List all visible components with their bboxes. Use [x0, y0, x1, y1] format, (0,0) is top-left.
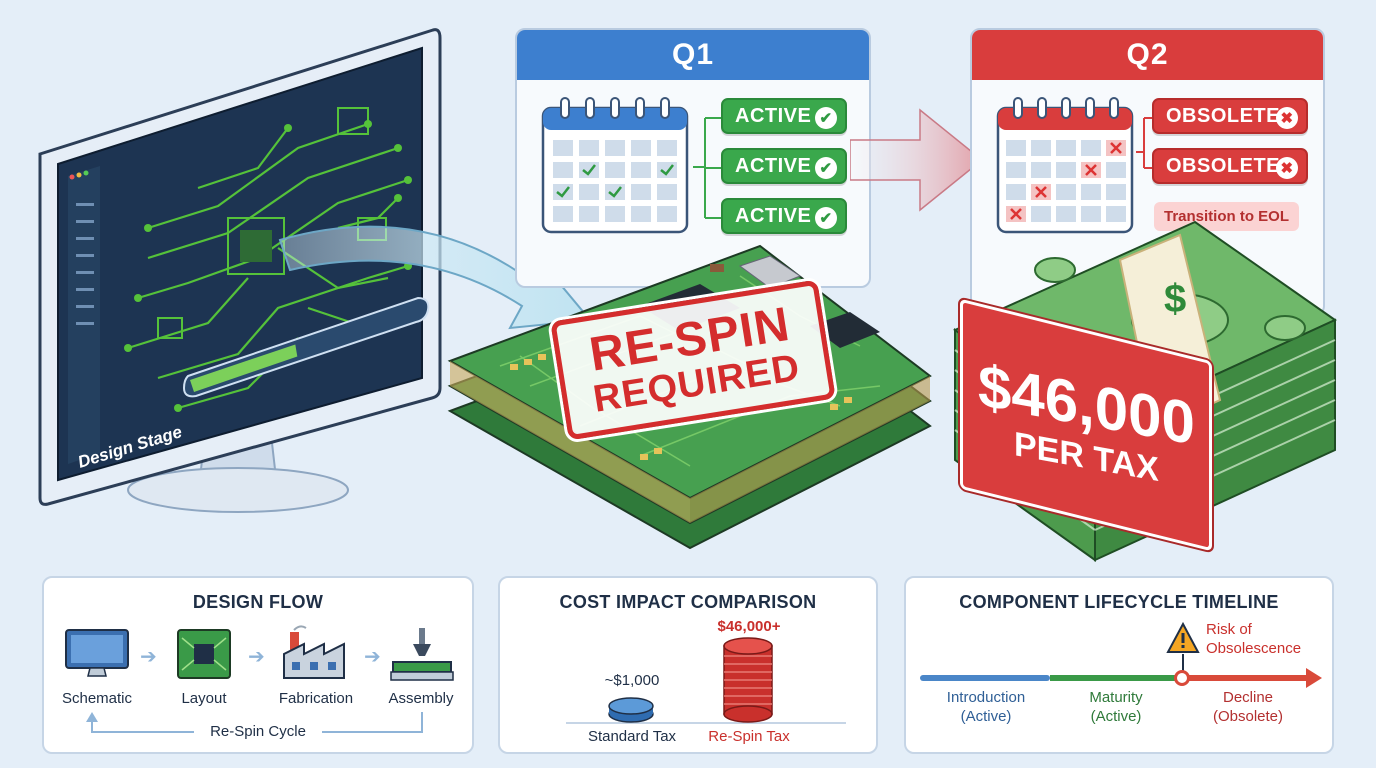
step-assembly: Assembly	[388, 690, 454, 707]
check-icon: ✔	[815, 157, 837, 179]
phase-name: Introduction	[946, 689, 1026, 706]
risk-label: Risk of Obsolescence	[1206, 621, 1302, 657]
warning-icon	[1166, 622, 1200, 653]
standard-value: ~$1,000	[604, 672, 660, 689]
respin-value: $46,000+	[717, 618, 781, 635]
phase-status: (Active)	[960, 708, 1012, 725]
phase-maturity: Maturity (Active)	[1056, 688, 1176, 726]
phase-bar-maturity	[1050, 675, 1180, 681]
lifecycle-title: COMPONENT LIFECYCLE TIMELINE	[959, 592, 1279, 612]
phase-introduction: Introduction (Active)	[926, 688, 1046, 726]
q2-title: Q2	[972, 30, 1323, 80]
design-progress-fill	[190, 344, 298, 392]
factory-icon	[283, 625, 345, 679]
coin-stack-large-icon	[723, 637, 773, 723]
pcb-icon	[177, 629, 231, 679]
q1-to-q2-arrow-icon	[850, 108, 984, 212]
check-icon: ✔	[815, 107, 837, 129]
q2-calendar-icon	[996, 97, 1134, 234]
status-label: OBSOLETE	[1166, 104, 1281, 127]
design-flow-panel: DESIGN FLOW ➔ ➔ ➔ Schematic Layout Fabri…	[42, 576, 474, 754]
design-monitor: Design Stage	[38, 28, 442, 513]
arrow-head-icon	[1306, 668, 1322, 688]
baseline	[566, 722, 846, 724]
risk-marker	[1174, 670, 1190, 686]
respin-label: Re-Spin Tax	[708, 728, 790, 745]
status-label: ACTIVE	[735, 104, 812, 127]
q1-panel: Q1 ACTIVE✔ ACTIVE✔ ACTIVE✔	[515, 28, 871, 288]
assembly-machine-icon	[390, 628, 454, 681]
status-label: OBSOLETE	[1166, 154, 1281, 177]
q2-status-1: OBSOLETE✖	[1152, 98, 1308, 134]
q2-connector	[1136, 117, 1156, 169]
close-icon: ✖	[1276, 157, 1298, 179]
cost-impact-panel: COST IMPACT COMPARISON ~$1,000 $46,000+ …	[498, 576, 878, 754]
risk-pointer	[1182, 654, 1184, 672]
q1-connector	[693, 117, 723, 219]
step-schematic: Schematic	[61, 690, 133, 707]
phase-bar-decline	[1180, 675, 1308, 681]
coin-stack-small-icon	[608, 697, 654, 723]
status-label: ACTIVE	[735, 154, 812, 177]
phase-status: (Obsolete)	[1212, 708, 1284, 725]
eol-note: Transition to EOL	[1154, 202, 1300, 231]
band-symbol: $	[1164, 277, 1186, 321]
arrow-right-icon: ➔	[140, 646, 157, 668]
phase-decline: Decline (Obsolete)	[1188, 688, 1308, 726]
q1-status-2: ACTIVE✔	[721, 148, 847, 184]
step-fabrication: Fabrication	[278, 690, 354, 707]
design-flow-title: DESIGN FLOW	[192, 592, 324, 612]
monitor-icon	[65, 629, 129, 677]
q1-calendar-icon	[541, 97, 689, 234]
status-label: ACTIVE	[735, 204, 812, 227]
q1-title: Q1	[517, 30, 869, 80]
close-icon: ✖	[1276, 107, 1298, 129]
phase-name: Maturity	[1089, 689, 1143, 706]
q2-status-2: OBSOLETE✖	[1152, 148, 1308, 184]
respin-cycle-label: Re-Spin Cycle	[194, 723, 322, 740]
lifecycle-panel: COMPONENT LIFECYCLE TIMELINE Risk of Obs…	[904, 576, 1334, 754]
standard-label: Standard Tax	[587, 728, 677, 745]
q1-status-1: ACTIVE✔	[721, 98, 847, 134]
check-icon: ✔	[815, 207, 837, 229]
phase-bar-introduction	[920, 675, 1050, 681]
phase-name: Decline	[1222, 689, 1274, 706]
phase-status: (Active)	[1090, 708, 1142, 725]
q1-status-3: ACTIVE✔	[721, 198, 847, 234]
cost-impact-title: COST IMPACT COMPARISON	[559, 592, 817, 612]
step-layout: Layout	[181, 690, 227, 707]
arrow-right-icon: ➔	[248, 646, 265, 668]
arrow-right-icon: ➔	[364, 646, 381, 668]
